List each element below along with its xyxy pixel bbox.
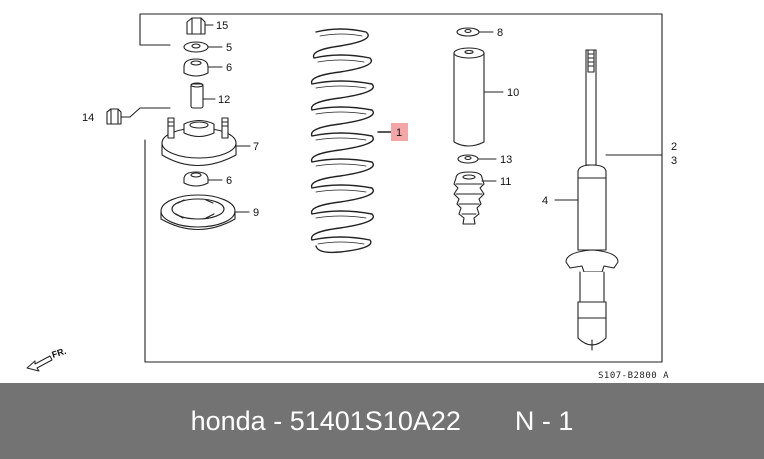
brand-name: honda [190, 405, 266, 436]
part-1-coil-spring [310, 28, 393, 254]
diagram-code: S107-B2800 A [598, 371, 669, 381]
parts-diagram: 15 5 6 12 14 7 6 9 1 8 10 13 11 2 3 4 FR… [26, 13, 678, 381]
callout-6-lower: 6 [226, 175, 232, 187]
direction-label: FR. [51, 346, 68, 360]
callout-7: 7 [253, 141, 259, 153]
part-13-washer [457, 154, 497, 164]
part-7-mount-base [161, 117, 251, 167]
part-6-bushing-upper [183, 58, 223, 77]
part-15-self-lock-nut [186, 17, 214, 35]
part-8-washer [456, 27, 494, 37]
part-14-flange-nut [106, 108, 122, 125]
part-10-dust-cover [453, 47, 504, 147]
separator: - [273, 405, 283, 436]
part-info-footer: honda - 51401S10A22 N - 1 [0, 383, 764, 459]
callout-8: 8 [497, 27, 503, 39]
callout-9: 9 [253, 207, 259, 219]
callout-10: 10 [507, 87, 519, 99]
part-4-shock-absorber [554, 49, 663, 351]
part-5-washer [183, 41, 223, 53]
callout-14: 14 [82, 112, 94, 124]
callout-11: 11 [500, 176, 511, 188]
callout-4: 4 [542, 195, 548, 207]
front-direction-arrow-icon [26, 355, 53, 372]
callout-12: 12 [218, 94, 230, 106]
callout-1: 1 [396, 127, 402, 139]
part-9-mount-rubber [160, 194, 250, 231]
part-12-collar [190, 82, 216, 109]
callout-1-highlight [391, 123, 408, 141]
quantity-label: N - 1 [514, 405, 574, 436]
part-11-bump-stop [453, 171, 497, 225]
leader-14 [118, 107, 171, 118]
part-number: 51401S10A22 [289, 405, 461, 436]
part-6-bushing-lower [183, 171, 223, 187]
assembly-frame [139, 13, 663, 363]
diagram-drawing: 15 5 6 12 14 7 6 9 1 8 10 13 11 2 3 4 FR… [26, 13, 677, 381]
callout-13: 13 [500, 154, 512, 166]
callout-3: 3 [671, 155, 677, 167]
callout-15: 15 [216, 20, 228, 32]
callout-2: 2 [671, 141, 677, 153]
callout-5: 5 [226, 42, 232, 54]
callout-6-upper: 6 [226, 62, 232, 74]
